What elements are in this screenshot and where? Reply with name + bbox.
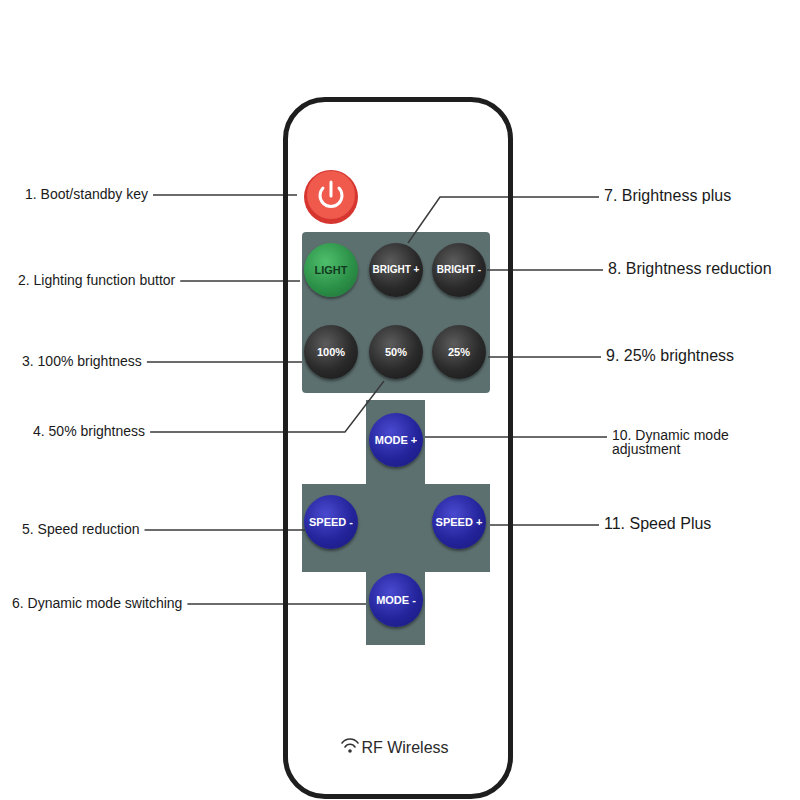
leader-line <box>408 197 599 243</box>
callout-label: 5. Speed reduction <box>22 522 140 537</box>
callout-label: 1. Boot/standby key <box>25 187 148 202</box>
remote-face <box>285 99 511 797</box>
button-label: MODE + <box>375 434 417 447</box>
remote-button: 100% <box>304 325 358 379</box>
leader-line <box>488 356 601 358</box>
leader-line <box>490 524 599 526</box>
callout-label: 4. 50% brightness <box>33 424 145 439</box>
leader-line <box>487 269 603 271</box>
callout-label: 9. 25% brightness <box>606 348 734 365</box>
remote-button: LIGHT <box>304 243 358 297</box>
leader-line <box>425 436 607 438</box>
button-panel <box>302 232 490 393</box>
callout-label: 3. 100% brightness <box>22 354 142 369</box>
button-label: 100% <box>317 346 345 359</box>
remote-button: MODE + <box>369 413 423 467</box>
button-label: LIGHT <box>315 264 348 277</box>
leader-line <box>147 361 302 363</box>
leader-lines <box>145 195 607 604</box>
remote-button: 50% <box>369 325 423 379</box>
button-label: BRIGHT + <box>373 264 420 276</box>
power-button <box>304 170 358 224</box>
button-label: BRIGHT - <box>437 264 481 276</box>
remote-body: RF Wireless LIGHT BRIGHT + BRIGHT - 100% 50% 2… <box>283 97 513 799</box>
button-label: 25% <box>448 346 470 359</box>
remote-button: BRIGHT + <box>369 243 423 297</box>
leader-line <box>153 194 297 196</box>
callout-label: 2. Lighting function buttor <box>18 273 175 288</box>
leader-line <box>145 529 305 531</box>
button-label: MODE - <box>376 594 416 607</box>
leader-line <box>150 381 384 432</box>
remote-button: BRIGHT - <box>432 243 486 297</box>
button-label: 50% <box>385 346 407 359</box>
wireless-icon <box>342 739 358 753</box>
remote-button: MODE - <box>369 573 423 627</box>
callout-label: 11. Speed Plus <box>604 516 711 533</box>
button-label: SPEED - <box>309 516 353 529</box>
remote-button: 25% <box>432 325 486 379</box>
callout-label: 8. Brightness reduction <box>608 261 772 278</box>
remote-button: SPEED + <box>432 495 486 549</box>
leader-line <box>187 603 366 605</box>
callout-label: 7. Brightness plus <box>604 188 731 205</box>
remote-button: SPEED - <box>304 495 358 549</box>
callout-label: 10. Dynamic mode adjustment <box>612 428 747 456</box>
callout-label: 6. Dynamic mode switching <box>12 596 182 611</box>
button-label: SPEED + <box>436 516 483 529</box>
brand-text: RF Wireless <box>361 739 448 757</box>
